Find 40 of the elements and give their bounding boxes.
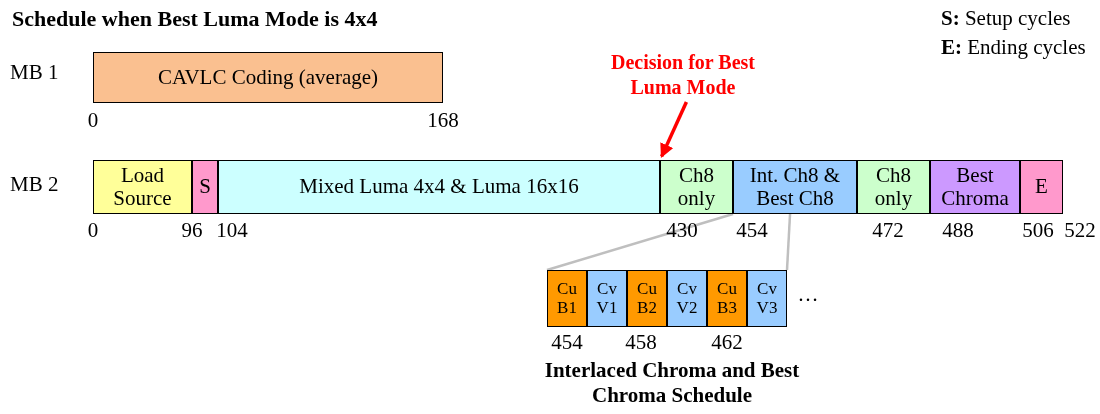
process-bar: Ch8 only: [660, 160, 733, 214]
row-label: MB 1: [10, 60, 59, 85]
tick-label: 462: [711, 330, 743, 355]
process-bar: Mixed Luma 4x4 & Luma 16x16: [218, 160, 660, 214]
process-bar: E: [1020, 160, 1063, 214]
process-bar: Cv V1: [587, 270, 627, 327]
tick-label: 430: [666, 218, 698, 243]
process-bar: Load Source: [93, 160, 192, 214]
process-bar: Cv V3: [747, 270, 787, 327]
process-bar: Ch8 only: [857, 160, 930, 214]
tick-label: 454: [736, 218, 768, 243]
diagram-title: Schedule when Best Luma Mode is 4x4: [12, 6, 378, 32]
process-bar: Cu B3: [707, 270, 747, 327]
tick-label: 0: [87, 218, 99, 243]
tick-label: 506: [1022, 218, 1054, 243]
process-bar: Int. Ch8 & Best Ch8: [733, 160, 857, 214]
tick-label: 458: [625, 330, 657, 355]
tick-label: 454: [551, 330, 583, 355]
tick-label: 104: [216, 218, 248, 243]
zoom-line: [546, 212, 734, 272]
tick-label: 96: [181, 218, 203, 243]
tick-label: 0: [87, 108, 99, 133]
tick-label: 522: [1064, 218, 1096, 243]
legend-text: E: Ending cycles: [941, 35, 1086, 60]
process-bar: Cu B2: [627, 270, 667, 327]
process-bar: Cv V2: [667, 270, 707, 327]
caption-text: Interlaced Chroma and Best Chroma Schedule: [543, 358, 801, 409]
process-bar: S: [192, 160, 218, 214]
tick-label: 488: [942, 218, 974, 243]
tick-label: 472: [872, 218, 904, 243]
arrow: [660, 101, 688, 158]
annotation-text: Decision for Best Luma Mode: [598, 50, 768, 102]
process-bar: CAVLC Coding (average): [93, 52, 443, 103]
ellipsis-text: …: [797, 282, 819, 307]
process-bar: Best Chroma: [930, 160, 1020, 214]
tick-label: 168: [427, 108, 459, 133]
legend-text: S: Setup cycles: [941, 6, 1071, 31]
process-bar: Cu B1: [547, 270, 587, 327]
zoom-line: [785, 213, 792, 271]
row-label: MB 2: [10, 172, 59, 197]
